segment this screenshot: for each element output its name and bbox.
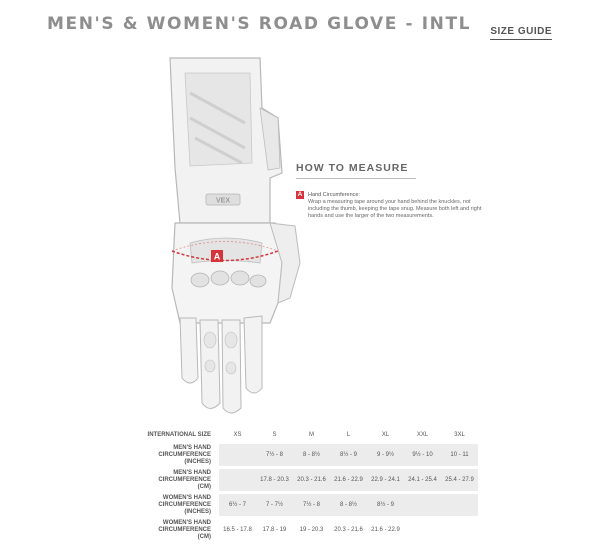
table-cell: 19 - 20.3	[299, 527, 324, 533]
table-row: WOMEN'S HAND CIRCUMFERENCE (INCHES) 6½ -…	[145, 494, 478, 516]
row-label: MEN'S HAND CIRCUMFERENCE (CM)	[158, 469, 211, 490]
table-cell: 21.6 - 22.9	[330, 469, 367, 491]
table-row: MEN'S HAND CIRCUMFERENCE (INCHES) 7½ - 8…	[145, 444, 478, 466]
table-cell: 7½ - 8	[256, 444, 293, 466]
table-cell: 8½ - 9	[330, 444, 367, 466]
table-row: WOMEN'S HAND CIRCUMFERENCE (CM) 16.5 - 1…	[145, 519, 478, 541]
table-cell: 10 - 11	[441, 444, 478, 466]
table-cell: 8½ - 9	[367, 494, 404, 516]
table-row: MEN'S HAND CIRCUMFERENCE (CM) 17.8 - 20.…	[145, 469, 478, 491]
page-title: MEN'S & WOMEN'S ROAD GLOVE - INTL	[47, 14, 472, 34]
table-cell: 8 - 8½	[330, 494, 367, 516]
size-guide-link[interactable]: SIZE GUIDE	[490, 26, 552, 40]
table-cell	[404, 519, 441, 541]
table-cell: 7½ - 8	[293, 494, 330, 516]
size-header-row: INTERNATIONAL SIZE XS S M L XL XXL 3XL	[145, 426, 478, 444]
table-cell: 24.1 - 25.4	[404, 469, 441, 491]
table-cell: 9½ - 10	[404, 444, 441, 466]
table-cell: 17.8 - 19	[262, 527, 287, 533]
size-label: XS	[233, 432, 242, 438]
measure-marker-letter: A	[214, 252, 221, 262]
table-cell: 6½ - 7	[219, 494, 256, 516]
table-cell: 9 - 9½	[367, 444, 404, 466]
size-label: XL	[381, 432, 390, 438]
measure-item: A Hand Circumference:	[296, 191, 496, 199]
size-label: S	[272, 432, 277, 438]
row-label: MEN'S HAND CIRCUMFERENCE (INCHES)	[158, 444, 211, 465]
table-cell: 17.8 - 20.3	[256, 469, 293, 491]
table-cell	[441, 494, 478, 516]
size-label: L	[346, 432, 351, 438]
measure-item-description: Wrap a measuring tape around your hand b…	[308, 199, 482, 219]
table-cell: 16.5 - 17.8	[223, 527, 252, 533]
table-cell: 20.3 - 21.6	[334, 527, 363, 533]
size-table: INTERNATIONAL SIZE XS S M L XL XXL 3XL M…	[145, 426, 478, 541]
measure-item-label: Hand Circumference:	[308, 192, 360, 198]
table-cell	[404, 494, 441, 516]
table-cell: 20.3 - 21.6	[293, 469, 330, 491]
glove-illustration: VEX A	[169, 57, 301, 414]
size-label: 3XL	[454, 432, 465, 438]
table-cell: 7 - 7½	[256, 494, 293, 516]
table-cell: 25.4 - 27.9	[441, 469, 478, 491]
divider	[296, 178, 416, 179]
table-cell	[219, 444, 256, 466]
table-cell	[219, 469, 256, 491]
measure-badge: A	[296, 191, 304, 199]
table-cell: 22.9 - 24.1	[367, 469, 404, 491]
table-cell: 8 - 8½	[293, 444, 330, 466]
table-cell	[441, 519, 478, 541]
brand-patch-text: VEX	[216, 198, 230, 205]
table-cell: 21.6 - 22.9	[371, 527, 400, 533]
size-label: XXL	[416, 432, 429, 438]
size-header-label: INTERNATIONAL SIZE	[147, 431, 211, 438]
how-to-measure-panel: HOW TO MEASURE A Hand Circumference: Wra…	[296, 162, 496, 220]
size-label: M	[309, 432, 314, 438]
row-label: WOMEN'S HAND CIRCUMFERENCE (INCHES)	[158, 494, 211, 515]
row-label: WOMEN'S HAND CIRCUMFERENCE (CM)	[158, 519, 211, 540]
how-to-measure-title: HOW TO MEASURE	[296, 162, 409, 174]
